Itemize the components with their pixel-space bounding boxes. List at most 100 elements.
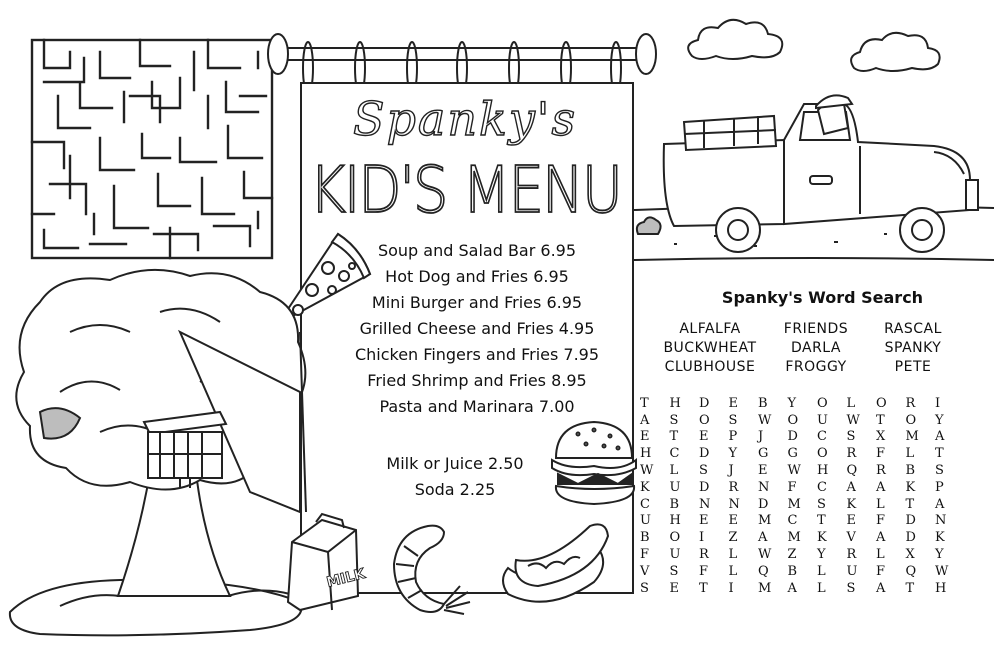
word-list-item: PETE (894, 359, 932, 375)
word-list-column: ALFALFA BUCKWHEAT CLUBHOUSE (655, 320, 765, 377)
grid-letter: X (876, 429, 886, 445)
grid-letter: L (669, 463, 679, 479)
grid-letter: A (787, 580, 797, 596)
grid-letter: T (905, 496, 915, 512)
menu-brand-logo: Spanky's (352, 91, 578, 146)
grid-letter: K (846, 496, 857, 512)
grid-letter: A (758, 530, 768, 546)
grid-letter: I (728, 580, 734, 596)
grid-letter: L (728, 563, 738, 579)
menu-item: Grilled Cheese and Fries 4.95 (359, 319, 595, 338)
grid-letter: S (669, 412, 679, 428)
word-list-item: FRIENDS (783, 321, 849, 337)
grid-letter: O (787, 412, 799, 428)
grid-letter: M (787, 496, 801, 512)
drink-list: Milk or Juice 2.50 Soda 2.25 (355, 451, 555, 503)
grid-letter: A (935, 429, 945, 445)
burger-icon (551, 420, 637, 506)
grid-letter: E (699, 429, 709, 445)
grid-letter: T (935, 446, 944, 462)
grid-letter: U (669, 547, 681, 563)
grid-letter: T (817, 513, 826, 529)
grid-letter: E (669, 580, 680, 596)
grid-letter: E (640, 429, 650, 445)
grid-letter: S (640, 580, 649, 596)
grid-letter: F (699, 563, 709, 579)
word-list-item: ALFALFA (679, 321, 741, 337)
grid-letter: L (728, 547, 738, 563)
grid-letter: L (817, 580, 826, 596)
cloud-icon (850, 31, 941, 72)
grid-letter: X (905, 547, 915, 563)
grid-letter: F (787, 479, 797, 495)
grid-letter: I (699, 530, 705, 546)
milk-carton-icon: MILK (286, 512, 368, 612)
grid-letter: U (640, 513, 651, 529)
grid-letter: S (846, 429, 856, 445)
menu-item: Fried Shrimp and Fries 8.95 (367, 371, 587, 390)
grid-letter: W (787, 463, 801, 479)
menu-item: Soup and Salad Bar 6.95 (377, 241, 577, 260)
grid-letter: D (699, 395, 710, 411)
grid-letter: C (817, 479, 827, 495)
grid-letter: H (640, 446, 652, 462)
grid-letter: A (640, 412, 650, 428)
grid-letter: S (699, 463, 708, 479)
word-search-title: Spanky's Word Search (721, 288, 924, 307)
grid-letter: H (669, 513, 681, 529)
grid-letter: O (669, 530, 681, 546)
grid-letter: T (905, 580, 915, 596)
grid-letter: A (935, 496, 945, 512)
grid-letter: O (699, 412, 710, 428)
grid-letter: Y (935, 412, 944, 428)
grid-letter: Z (728, 530, 738, 546)
word-list-column: RASCAL SPANKY PETE (858, 320, 968, 377)
grid-letter: A (846, 479, 856, 495)
grid-letter: E (728, 513, 739, 529)
grid-letter: V (640, 563, 650, 579)
grid-letter: V (846, 530, 856, 546)
menu-item: Mini Burger and Fries 6.95 (371, 293, 583, 312)
grid-letter: C (640, 496, 650, 512)
grid-letter: D (905, 530, 916, 546)
grid-letter: M (758, 513, 772, 529)
grid-letter: N (935, 513, 947, 529)
grid-letter: S (935, 463, 944, 479)
grid-letter: Q (846, 463, 858, 479)
grid-letter: K (935, 530, 945, 546)
grid-letter: Y (787, 395, 797, 411)
grid-letter: O (876, 395, 887, 411)
grid-letter: A (876, 479, 886, 495)
word-list-column: FRIENDS DARLA FROGGY (761, 320, 871, 377)
grid-letter: E (699, 513, 709, 529)
maze-icon (30, 38, 274, 260)
grid-letter: R (876, 463, 886, 479)
grid-letter: U (669, 479, 681, 495)
grid-letter: H (817, 463, 829, 479)
word-list-item: DARLA (790, 340, 842, 356)
grid-letter: T (699, 580, 708, 596)
grid-letter: N (699, 496, 711, 512)
grid-letter: T (640, 395, 649, 411)
grid-letter: A (876, 580, 886, 596)
curtain-rod-icon (267, 33, 657, 95)
grid-letter: L (876, 547, 885, 563)
grid-letter: N (758, 479, 770, 495)
grid-letter: B (640, 530, 650, 546)
grid-letter: D (699, 479, 710, 495)
grid-letter: L (905, 446, 915, 462)
grid-letter: R (905, 395, 916, 411)
menu-title: KID'S MENU (308, 152, 623, 229)
grid-letter: B (787, 563, 798, 579)
grid-letter: R (846, 547, 857, 563)
grid-letter: S (817, 496, 826, 512)
grid-letter: Y (817, 547, 826, 563)
